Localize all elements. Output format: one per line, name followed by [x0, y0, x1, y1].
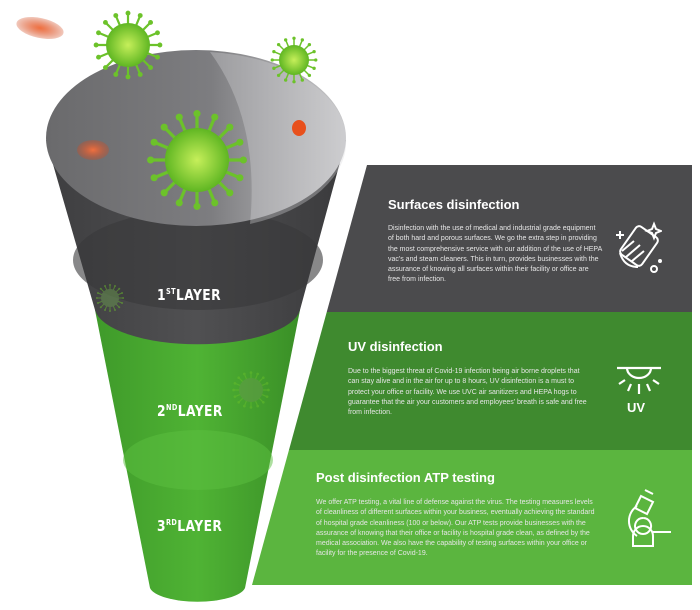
red-cell-icon	[16, 17, 64, 39]
section-body: We offer ATP testing, a vital line of de…	[316, 499, 595, 558]
layer-suffix: ND	[165, 403, 178, 412]
layer-suffix: RD	[165, 518, 178, 527]
funnel-top-highlight	[210, 52, 347, 224]
virus-icon	[93, 10, 163, 80]
layer-1-inner	[73, 210, 323, 310]
red-cell-icon	[77, 140, 109, 160]
layer-word: LAYER	[175, 286, 221, 304]
microscope-icon	[628, 489, 671, 547]
section-title: Post disinfection ATP testing	[316, 470, 495, 485]
layer-word: LAYER	[177, 402, 223, 420]
virus-icon	[95, 283, 125, 313]
layer-3-boundary	[123, 430, 273, 490]
layer-label-1: 1STLAYER	[157, 286, 221, 304]
funnel-graphic	[16, 10, 347, 602]
layer-number: 3	[157, 517, 166, 535]
uv-icon-label: UV	[627, 400, 646, 415]
layer-label-3: 3RDLAYER	[157, 517, 222, 535]
layer-label-2: 2NDLAYER	[157, 402, 223, 420]
layer-number: 1	[157, 286, 166, 304]
hand-wipe-icon	[616, 221, 662, 273]
section-atp: Post disinfection ATP testing We offer A…	[252, 450, 692, 585]
section-uv: UV disinfection Due to the biggest threa…	[252, 312, 692, 450]
virus-icon	[270, 36, 318, 84]
layer-suffix: ST	[165, 287, 176, 296]
section-body: Disinfection with the use of medical and…	[388, 225, 602, 284]
virus-icon	[147, 110, 247, 210]
virus-icon	[232, 371, 270, 409]
layer-word: LAYER	[177, 517, 223, 535]
layer-number: 2	[157, 402, 166, 420]
red-cell-icon	[292, 120, 306, 136]
uv-lamp-icon	[617, 366, 661, 394]
section-body: Due to the biggest threat of Covid-19 in…	[348, 368, 587, 417]
section-title: UV disinfection	[348, 339, 443, 354]
section-title: Surfaces disinfection	[388, 197, 520, 212]
